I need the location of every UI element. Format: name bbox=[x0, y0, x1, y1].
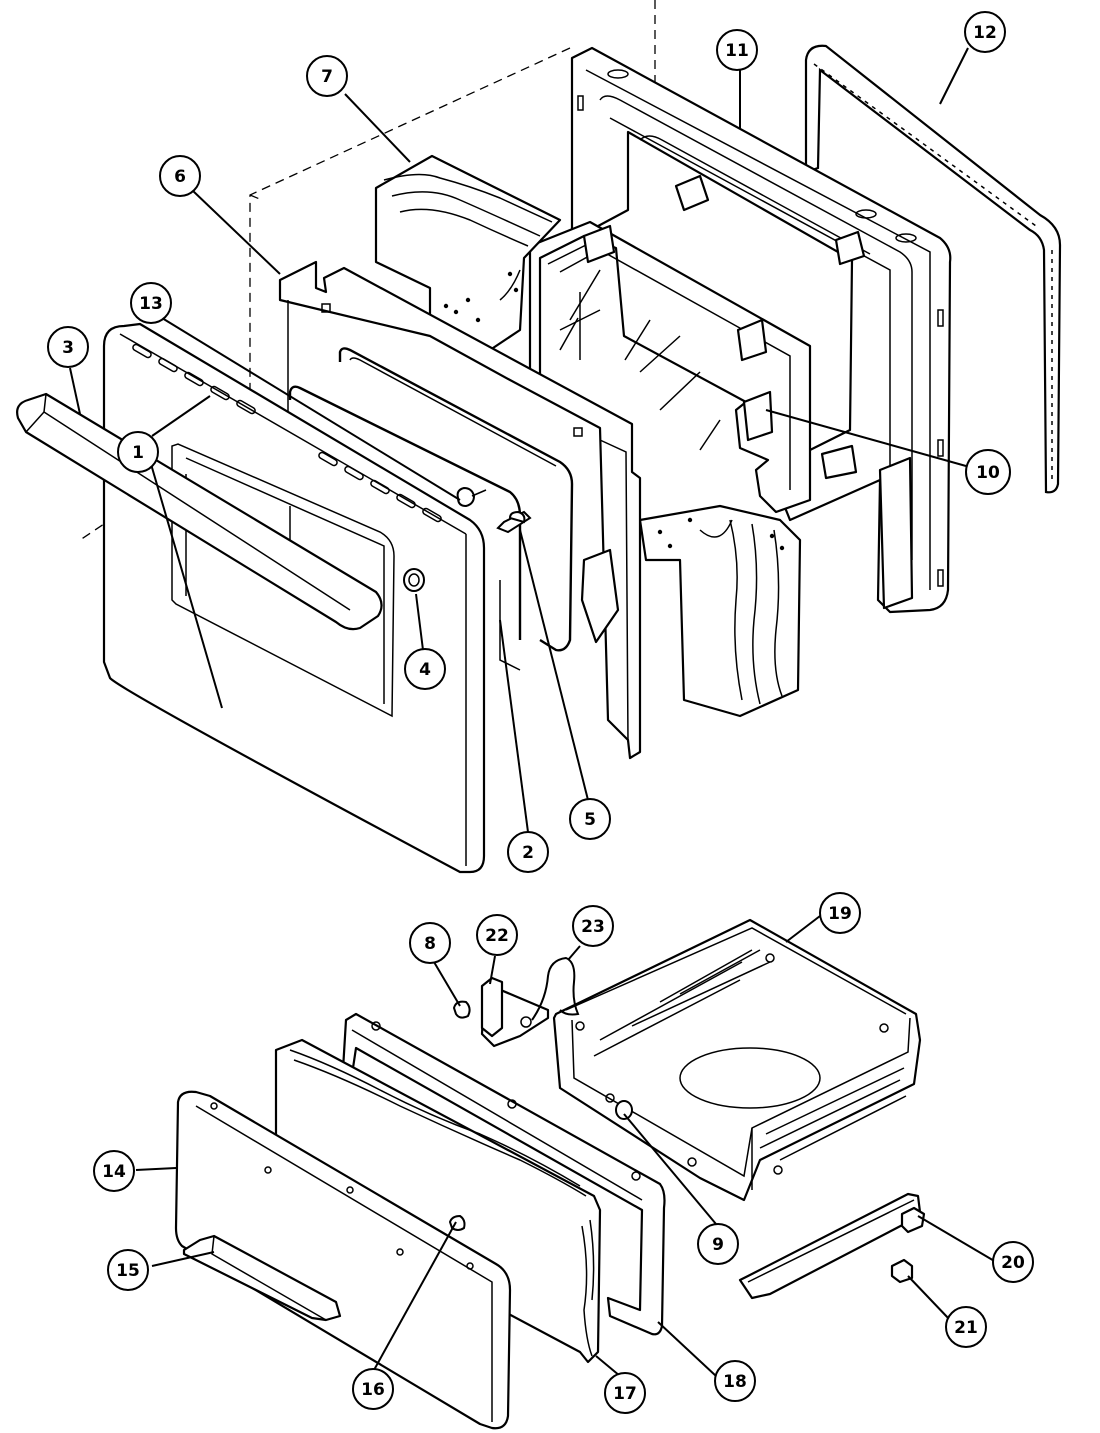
svg-text:21: 21 bbox=[954, 1318, 978, 1338]
callout-4: 4 bbox=[404, 648, 446, 690]
callout-15: 15 bbox=[107, 1249, 149, 1291]
drawer-slide-part bbox=[738, 1192, 926, 1300]
inner-door-panel-part bbox=[278, 260, 642, 760]
drawer-front-part bbox=[174, 1090, 512, 1430]
leader-lines bbox=[69, 47, 997, 1377]
callout-18: 18 bbox=[714, 1360, 756, 1402]
svg-text:5: 5 bbox=[584, 810, 596, 830]
svg-text:6: 6 bbox=[174, 167, 186, 187]
callout-16: 16 bbox=[352, 1368, 394, 1410]
callout-5: 5 bbox=[569, 798, 611, 840]
outer-door-panel-part bbox=[102, 322, 486, 874]
svg-text:17: 17 bbox=[613, 1384, 637, 1404]
callout-14: 14 bbox=[93, 1150, 135, 1192]
callout-19: 19 bbox=[819, 892, 861, 934]
callout-9: 9 bbox=[697, 1223, 739, 1265]
callout-7: 7 bbox=[306, 55, 348, 97]
svg-text:7: 7 bbox=[321, 67, 333, 87]
callout-12: 12 bbox=[964, 11, 1006, 53]
svg-text:22: 22 bbox=[485, 926, 509, 946]
drawer-insulation-part bbox=[274, 1038, 602, 1364]
svg-text:20: 20 bbox=[1001, 1253, 1025, 1273]
door-liner-part bbox=[570, 46, 952, 614]
callout-20: 20 bbox=[992, 1241, 1034, 1283]
drawer-stop-part bbox=[615, 1100, 633, 1120]
hinge-wire-part bbox=[288, 347, 574, 671]
door-handle-part bbox=[16, 392, 383, 631]
svg-text:3: 3 bbox=[62, 338, 74, 358]
screws-door bbox=[456, 486, 532, 534]
svg-text:14: 14 bbox=[102, 1162, 126, 1182]
svg-text:15: 15 bbox=[116, 1261, 140, 1281]
svg-text:23: 23 bbox=[581, 917, 605, 937]
door-glass-assembly-part bbox=[528, 220, 812, 514]
callout-10: 10 bbox=[965, 449, 1011, 495]
callout-21: 21 bbox=[945, 1306, 987, 1348]
svg-text:9: 9 bbox=[712, 1235, 724, 1255]
svg-text:4: 4 bbox=[419, 660, 431, 680]
door-insulation-part bbox=[374, 154, 802, 718]
svg-text:16: 16 bbox=[361, 1380, 385, 1400]
callout-1: 1 bbox=[117, 431, 159, 473]
svg-text:18: 18 bbox=[723, 1372, 747, 1392]
svg-text:13: 13 bbox=[139, 294, 163, 314]
end-cap-part bbox=[403, 568, 425, 592]
callout-13: 13 bbox=[130, 282, 172, 324]
svg-text:19: 19 bbox=[828, 904, 852, 924]
door-gasket-part bbox=[804, 44, 1062, 494]
callout-3: 3 bbox=[47, 326, 89, 368]
svg-text:11: 11 bbox=[725, 41, 749, 61]
svg-text:10: 10 bbox=[976, 463, 1000, 483]
callout-17: 17 bbox=[604, 1372, 646, 1414]
callout-6: 6 bbox=[159, 155, 201, 197]
callout-11: 11 bbox=[716, 29, 758, 71]
callout-22: 22 bbox=[476, 914, 518, 956]
drawer-liner-part bbox=[340, 1012, 666, 1336]
svg-text:12: 12 bbox=[973, 23, 997, 43]
svg-text:1: 1 bbox=[132, 443, 144, 463]
callout-8: 8 bbox=[409, 922, 451, 964]
drawer-body-part bbox=[552, 918, 922, 1202]
callout-23: 23 bbox=[572, 905, 614, 947]
svg-text:8: 8 bbox=[424, 934, 436, 954]
svg-text:2: 2 bbox=[522, 843, 534, 863]
vent-slots bbox=[132, 343, 442, 523]
callout-2: 2 bbox=[507, 831, 549, 873]
